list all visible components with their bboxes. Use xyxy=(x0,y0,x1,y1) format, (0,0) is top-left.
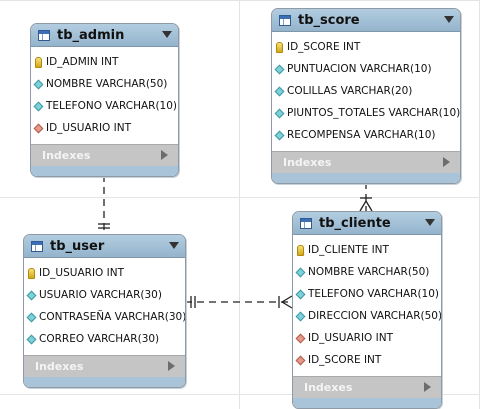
indexes-label: Indexes xyxy=(35,360,84,373)
column-label: PUNTUACION VARCHAR(10) xyxy=(287,63,432,75)
table-header[interactable]: tb_cliente xyxy=(293,212,441,235)
indexes-section[interactable]: Indexes xyxy=(272,151,460,173)
column-label: NOMBRE VARCHAR(50) xyxy=(308,266,430,278)
table-header[interactable]: tb_admin xyxy=(31,24,178,47)
attribute-icon xyxy=(33,101,44,111)
column-label: CONTRASEÑA VARCHAR(30) xyxy=(39,311,186,323)
column-label: DIRECCION VARCHAR(50) xyxy=(308,310,442,322)
indexes-label: Indexes xyxy=(304,381,353,394)
primary-key-icon xyxy=(276,41,283,53)
column-label: TELEFONO VARCHAR(10) xyxy=(46,100,178,112)
primary-key-icon xyxy=(35,56,42,68)
column-row[interactable]: COLILLAS VARCHAR(20) xyxy=(272,80,460,102)
table-footer-bar xyxy=(24,377,185,387)
foreign-key-icon xyxy=(33,123,44,133)
attribute-icon xyxy=(274,64,285,74)
table-footer-bar xyxy=(293,398,441,408)
column-row[interactable]: PIUNTOS_TOTALES VARCHAR(10) xyxy=(272,102,460,124)
column-label: COLILLAS VARCHAR(20) xyxy=(287,85,413,97)
column-list: ID_ADMIN INT NOMBRE VARCHAR(50) TELEFONO… xyxy=(31,47,178,144)
column-row[interactable]: RECOMPENSA VARCHAR(10) xyxy=(272,124,460,146)
expand-arrow-icon[interactable] xyxy=(161,150,168,160)
collapse-arrow-icon[interactable] xyxy=(425,219,435,226)
attribute-icon xyxy=(295,289,306,299)
indexes-section[interactable]: Indexes xyxy=(24,355,185,377)
table-footer-bar xyxy=(272,173,460,183)
attribute-icon xyxy=(26,290,37,300)
table-tb-cliente[interactable]: tb_cliente ID_CLIENTE INT NOMBRE VARCHAR… xyxy=(292,211,442,409)
column-row[interactable]: TELEFONO VARCHAR(10) xyxy=(293,283,441,305)
collapse-arrow-icon[interactable] xyxy=(444,16,454,23)
indexes-label: Indexes xyxy=(42,149,91,162)
column-label: TELEFONO VARCHAR(10) xyxy=(308,288,440,300)
column-label: PIUNTOS_TOTALES VARCHAR(10) xyxy=(287,107,461,119)
foreign-key-icon xyxy=(295,333,306,343)
attribute-icon xyxy=(295,267,306,277)
table-tb-score[interactable]: tb_score ID_SCORE INT PUNTUACION VARCHAR… xyxy=(271,8,461,184)
column-row[interactable]: ID_SCORE INT xyxy=(272,36,460,58)
attribute-icon xyxy=(274,86,285,96)
column-list: ID_CLIENTE INT NOMBRE VARCHAR(50) TELEFO… xyxy=(293,235,441,376)
column-row[interactable]: ID_USUARIO INT xyxy=(24,262,185,284)
table-title: tb_admin xyxy=(57,27,125,43)
attribute-icon xyxy=(33,79,44,89)
column-label: RECOMPENSA VARCHAR(10) xyxy=(287,129,436,141)
table-icon xyxy=(279,14,291,26)
attribute-icon xyxy=(295,311,306,321)
column-row[interactable]: PUNTUACION VARCHAR(10) xyxy=(272,58,460,80)
primary-key-icon xyxy=(297,244,304,256)
collapse-arrow-icon[interactable] xyxy=(169,242,179,249)
relationship-user-cliente xyxy=(185,295,293,309)
table-title: tb_user xyxy=(50,238,105,254)
table-footer-bar xyxy=(31,166,178,176)
column-row[interactable]: ID_CLIENTE INT xyxy=(293,239,441,261)
column-label: ID_USUARIO INT xyxy=(39,267,125,279)
column-row[interactable]: NOMBRE VARCHAR(50) xyxy=(31,73,178,95)
column-label: ID_USUARIO INT xyxy=(46,122,132,134)
expand-arrow-icon[interactable] xyxy=(424,382,431,392)
table-icon xyxy=(300,217,312,229)
column-row[interactable]: CORREO VARCHAR(30) xyxy=(24,328,185,350)
column-row[interactable]: ID_USUARIO INT xyxy=(31,117,178,139)
foreign-key-icon xyxy=(295,355,306,365)
column-label: NOMBRE VARCHAR(50) xyxy=(46,78,168,90)
column-list: ID_USUARIO INT USUARIO VARCHAR(30) CONTR… xyxy=(24,258,185,355)
column-label: ID_SCORE INT xyxy=(287,41,361,53)
column-label: CORREO VARCHAR(30) xyxy=(39,333,160,345)
collapse-arrow-icon[interactable] xyxy=(162,31,172,38)
attribute-icon xyxy=(274,108,285,118)
expand-arrow-icon[interactable] xyxy=(443,157,450,167)
column-row[interactable]: ID_ADMIN INT xyxy=(31,51,178,73)
attribute-icon xyxy=(26,312,37,322)
table-tb-admin[interactable]: tb_admin ID_ADMIN INT NOMBRE VARCHAR(50)… xyxy=(30,23,179,177)
table-icon xyxy=(38,29,50,41)
indexes-section[interactable]: Indexes xyxy=(31,144,178,166)
column-row[interactable]: ID_SCORE INT xyxy=(293,349,441,371)
table-tb-user[interactable]: tb_user ID_USUARIO INT USUARIO VARCHAR(3… xyxy=(23,234,186,388)
column-row[interactable]: CONTRASEÑA VARCHAR(30) xyxy=(24,306,185,328)
table-icon xyxy=(31,240,43,252)
column-label: ID_SCORE INT xyxy=(308,354,382,366)
indexes-label: Indexes xyxy=(283,156,332,169)
table-title: tb_cliente xyxy=(319,215,391,231)
column-label: USUARIO VARCHAR(30) xyxy=(39,289,162,301)
table-title: tb_score xyxy=(298,12,360,28)
column-list: ID_SCORE INT PUNTUACION VARCHAR(10) COLI… xyxy=(272,32,460,151)
primary-key-icon xyxy=(28,267,35,279)
table-header[interactable]: tb_user xyxy=(24,235,185,258)
column-row[interactable]: ID_USUARIO INT xyxy=(293,327,441,349)
expand-arrow-icon[interactable] xyxy=(168,361,175,371)
column-row[interactable]: TELEFONO VARCHAR(10) xyxy=(31,95,178,117)
column-row[interactable]: NOMBRE VARCHAR(50) xyxy=(293,261,441,283)
table-header[interactable]: tb_score xyxy=(272,9,460,32)
attribute-icon xyxy=(26,334,37,344)
indexes-section[interactable]: Indexes xyxy=(293,376,441,398)
column-row[interactable]: DIRECCION VARCHAR(50) xyxy=(293,305,441,327)
column-label: ID_CLIENTE INT xyxy=(308,244,389,256)
column-label: ID_ADMIN INT xyxy=(46,56,119,68)
column-label: ID_USUARIO INT xyxy=(308,332,394,344)
attribute-icon xyxy=(274,130,285,140)
column-row[interactable]: USUARIO VARCHAR(30) xyxy=(24,284,185,306)
